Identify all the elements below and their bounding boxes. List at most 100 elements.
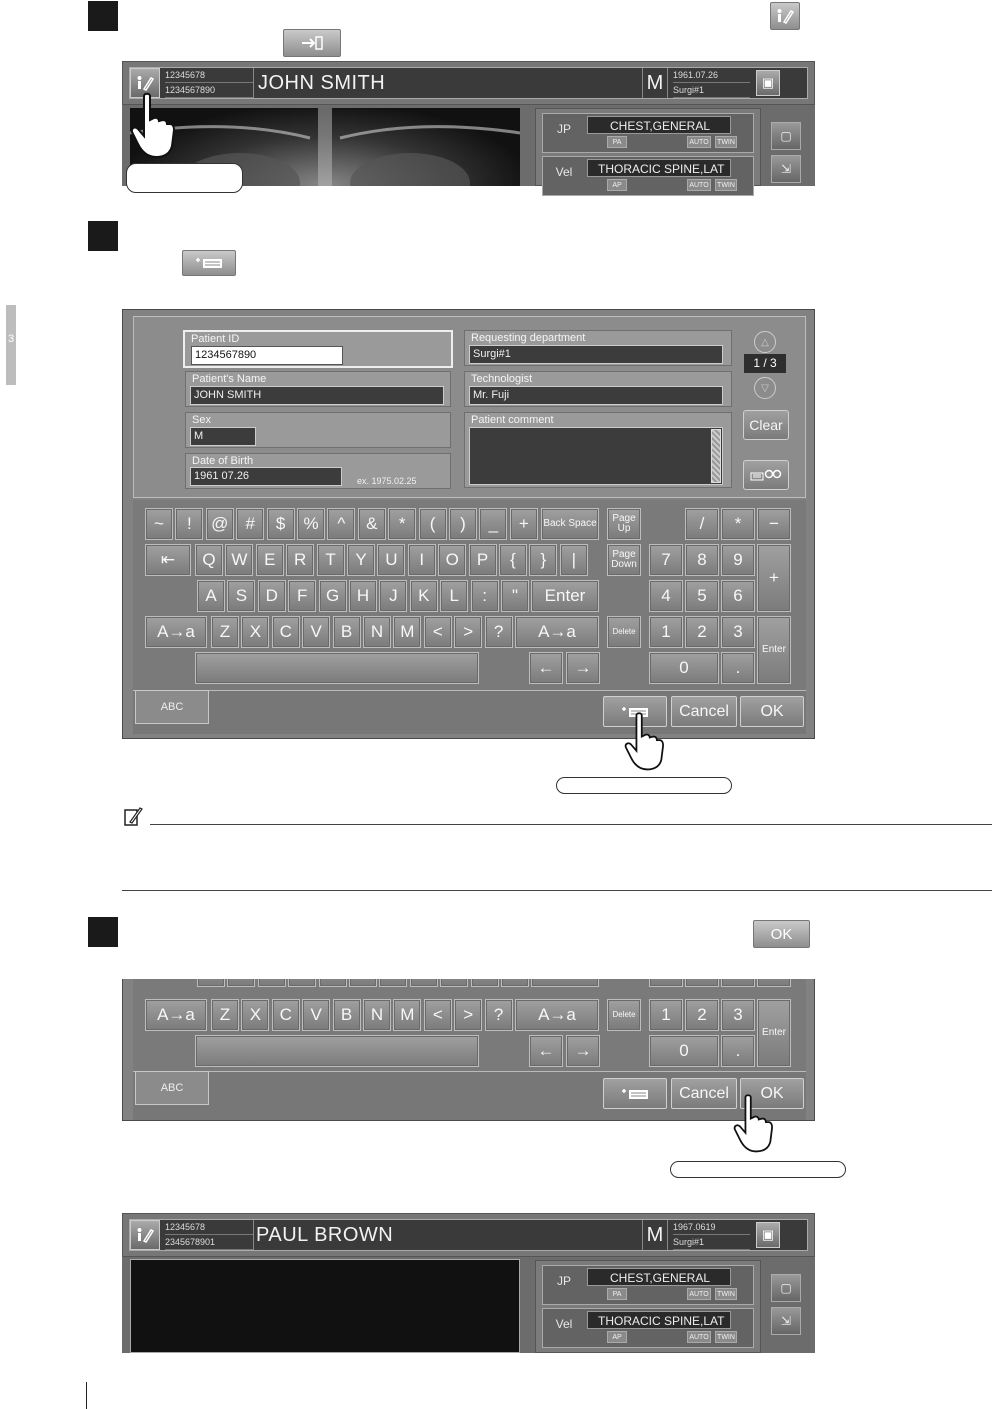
space-key[interactable] xyxy=(195,1035,479,1067)
numpad-enter-key[interactable]: Enter xyxy=(757,616,791,684)
patient-name-input[interactable]: JOHN SMITH xyxy=(190,386,444,405)
numpad-zero-key[interactable]: 0 xyxy=(649,652,719,684)
key-letter[interactable]: " xyxy=(501,580,529,612)
key-letter[interactable]: } xyxy=(529,544,558,576)
keyboard-toggle-button[interactable] xyxy=(603,696,667,727)
right-arrow-key[interactable]: → xyxy=(566,1035,600,1067)
patient-id-input[interactable]: 1234567890 xyxy=(191,346,343,365)
key-letter[interactable]: W xyxy=(225,544,254,576)
key-symbol[interactable]: * xyxy=(388,508,417,540)
key-symbol[interactable]: ! xyxy=(175,508,204,540)
numpad-operator-key[interactable]: / xyxy=(685,508,719,540)
key-letter[interactable]: G xyxy=(318,580,347,612)
numpad-plus-key[interactable] xyxy=(757,979,791,987)
key-letter[interactable]: T xyxy=(316,544,345,576)
comment-scrollbar[interactable] xyxy=(711,429,721,483)
cancel-button[interactable]: Cancel xyxy=(671,1078,737,1109)
numpad-key[interactable]: 2 xyxy=(685,616,719,648)
key-letter[interactable]: B xyxy=(332,616,361,648)
delete-key[interactable]: Delete xyxy=(607,999,641,1031)
key-letter[interactable]: Y xyxy=(347,544,375,576)
key-letter[interactable]: M xyxy=(393,999,422,1031)
key-letter[interactable]: L xyxy=(440,580,469,612)
technologist-input[interactable]: Mr. Fuji xyxy=(469,386,723,405)
key-letter[interactable]: A xyxy=(197,580,225,612)
key-letter[interactable]: J xyxy=(379,580,408,612)
save-icon[interactable]: ▣ xyxy=(756,1222,780,1248)
page-down-arrow-icon[interactable]: ▽ xyxy=(754,377,776,399)
key-letter[interactable]: : xyxy=(470,580,499,612)
key-letter[interactable]: N xyxy=(363,616,391,648)
clear-button[interactable]: Clear xyxy=(743,410,789,440)
key-letter[interactable]: V xyxy=(302,999,331,1031)
backspace-key[interactable]: Back Space xyxy=(541,508,599,540)
delete-key[interactable]: Delete xyxy=(607,616,641,648)
key-letter[interactable]: A xyxy=(197,979,225,987)
tab-abc[interactable]: ABC xyxy=(135,690,209,724)
numpad-key[interactable]: 6 xyxy=(721,979,755,987)
numpad-key[interactable]: 1 xyxy=(649,616,683,648)
key-letter[interactable]: " xyxy=(501,979,529,987)
ok-button[interactable]: OK xyxy=(740,1078,804,1109)
numpad-key[interactable]: 4 xyxy=(649,979,683,987)
numpad-key[interactable]: 1 xyxy=(649,999,683,1031)
space-key[interactable] xyxy=(195,652,479,684)
key-letter[interactable]: C xyxy=(271,999,300,1031)
comment-textarea[interactable] xyxy=(469,427,723,485)
key-letter[interactable]: R xyxy=(286,544,315,576)
key-symbol[interactable]: ~ xyxy=(145,508,173,540)
key-letter[interactable]: { xyxy=(499,544,527,576)
key-letter[interactable]: B xyxy=(332,999,361,1031)
tab-abc[interactable]: ABC xyxy=(135,1071,209,1105)
key-letter[interactable]: D xyxy=(257,580,286,612)
key-letter[interactable]: > xyxy=(454,616,483,648)
cancel-button[interactable]: Cancel xyxy=(671,696,737,727)
shift-key[interactable]: A→a xyxy=(145,616,207,648)
key-symbol[interactable]: % xyxy=(297,508,325,540)
key-letter[interactable]: O xyxy=(438,544,467,576)
key-letter[interactable]: M xyxy=(393,616,422,648)
side-button-1[interactable]: ▢ xyxy=(771,1274,801,1302)
side-button-1[interactable]: ▢ xyxy=(771,122,801,150)
key-letter[interactable]: X xyxy=(241,616,270,648)
key-letter[interactable]: N xyxy=(363,999,391,1031)
key-symbol[interactable]: $ xyxy=(266,508,295,540)
exam-row[interactable]: JP CHEST,GENERAL PA AUTO TWIN xyxy=(542,113,754,153)
sex-input[interactable]: M xyxy=(190,427,256,446)
numpad-key[interactable]: 2 xyxy=(685,999,719,1031)
key-letter[interactable]: S xyxy=(227,979,256,987)
key-letter[interactable]: ? xyxy=(484,616,513,648)
key-symbol[interactable]: _ xyxy=(479,508,508,540)
key-letter[interactable]: U xyxy=(377,544,406,576)
numpad-key[interactable]: 5 xyxy=(685,580,719,612)
key-letter[interactable]: K xyxy=(409,979,438,987)
key-letter[interactable]: E xyxy=(255,544,284,576)
key-letter[interactable]: > xyxy=(454,999,483,1031)
key-symbol[interactable]: ^ xyxy=(327,508,356,540)
numpad-dot-key[interactable]: . xyxy=(721,1035,755,1067)
dept-input[interactable]: Surgi#1 xyxy=(469,345,723,364)
key-symbol[interactable]: ( xyxy=(418,508,447,540)
page-up-arrow-icon[interactable]: △ xyxy=(754,331,776,353)
edit-patient-icon[interactable] xyxy=(130,1220,160,1250)
key-letter[interactable]: D xyxy=(257,979,286,987)
key-letter[interactable]: : xyxy=(470,979,499,987)
edit-patient-icon[interactable] xyxy=(130,68,160,98)
left-arrow-key[interactable]: ← xyxy=(529,652,563,684)
numpad-key[interactable]: 8 xyxy=(685,544,719,576)
shift-key[interactable]: A→a xyxy=(515,616,599,648)
key-letter[interactable]: J xyxy=(379,979,408,987)
key-letter[interactable]: < xyxy=(423,999,452,1031)
key-symbol[interactable]: ) xyxy=(449,508,477,540)
key-symbol[interactable]: & xyxy=(357,508,386,540)
key-letter[interactable]: Q xyxy=(195,544,223,576)
exam-row[interactable]: Vel THORACIC SPINE,LAT AP AUTO TWIN xyxy=(542,156,754,196)
key-letter[interactable]: < xyxy=(423,616,452,648)
enter-key[interactable]: Enter xyxy=(531,580,599,612)
numpad-enter-key[interactable]: Enter xyxy=(757,999,791,1067)
keyboard-toggle-button[interactable] xyxy=(603,1078,667,1109)
side-button-2[interactable]: ⇲ xyxy=(771,1307,801,1335)
key-letter[interactable]: H xyxy=(349,979,377,987)
key-symbol[interactable]: + xyxy=(509,508,538,540)
exam-row[interactable]: JP CHEST,GENERAL PA AUTO TWIN xyxy=(542,1265,754,1305)
